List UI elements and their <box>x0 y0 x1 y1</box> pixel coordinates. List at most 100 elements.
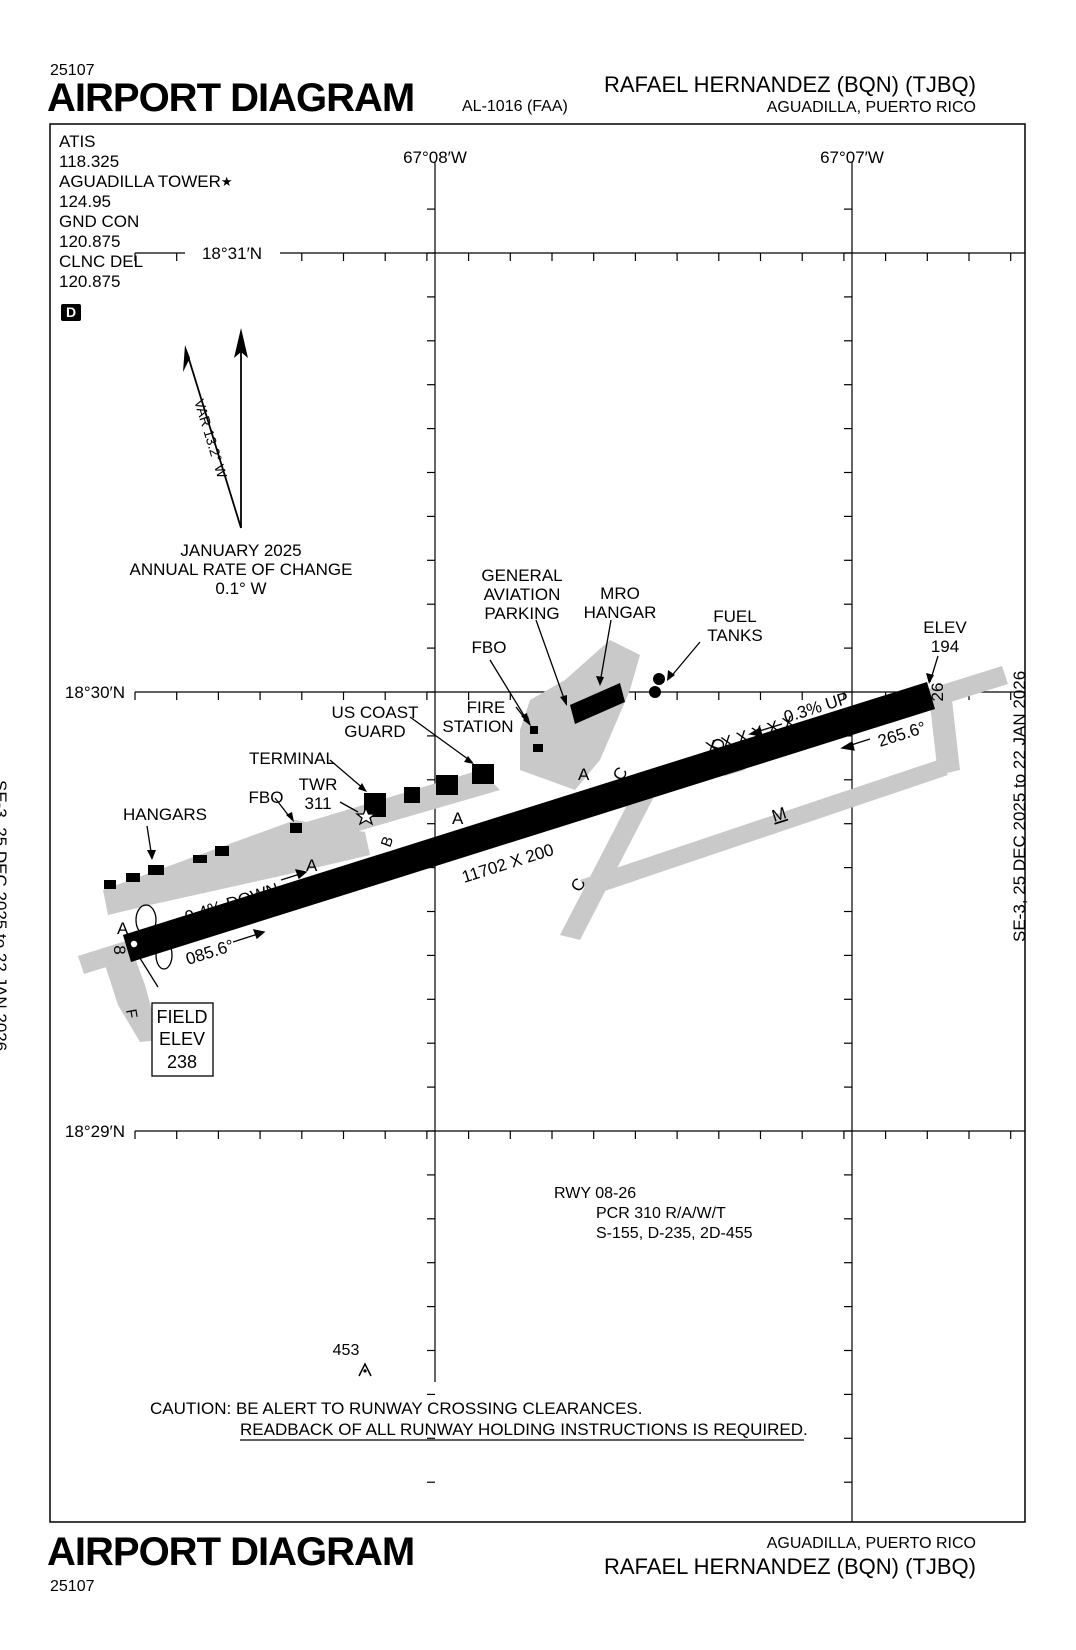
runway-end-8: 8 <box>110 945 129 954</box>
arrowhead-coast-guard <box>464 756 474 764</box>
fire-station-building <box>472 764 494 784</box>
tower-frequency: 124.95 <box>59 192 111 211</box>
fbo-building-east <box>530 726 538 734</box>
hangar-5 <box>215 846 229 856</box>
tower-star: ★ <box>220 174 233 189</box>
leader-field-elev <box>137 954 159 988</box>
arrowhead-terminal <box>358 783 367 792</box>
leader-twr <box>339 801 359 813</box>
tower-star-icon <box>355 806 377 826</box>
field-elev-box <box>151 1002 214 1077</box>
hangar-4 <box>193 855 207 863</box>
leader-ga-parking <box>535 619 567 705</box>
taxiway-label-a-3: A <box>117 919 129 938</box>
variation-label: VAR 13.2° W <box>191 397 230 480</box>
hangar-3 <box>148 865 164 875</box>
fbo-building-east-2 <box>533 744 543 752</box>
clearance-label: CLNC DEL <box>59 252 144 271</box>
arrow-085 <box>232 933 259 943</box>
runway-summary-3: S-155, D-235, 2D-455 <box>596 1225 753 1242</box>
leader-terminal <box>329 759 366 791</box>
runway-summary-2: PCR 310 R/A/W/T <box>596 1205 726 1222</box>
airport-name-top: RAFAEL HERNANDEZ (BQN) (TJBQ) <box>604 72 976 97</box>
atis-label: ATIS <box>59 132 96 151</box>
buildings <box>104 673 665 889</box>
magnetic-north-arrowhead <box>183 345 190 372</box>
arrowhead-fbo-east <box>521 713 529 724</box>
leader-fbo-east <box>489 659 529 723</box>
taxiway-c <box>560 780 660 940</box>
leader-mro-hangar <box>599 619 612 684</box>
label-hangars: HANGARS <box>123 805 207 824</box>
arrowhead-fuel-tanks <box>667 670 675 681</box>
coast-guard-building-1 <box>404 787 420 803</box>
clearance-frequency: 120.875 <box>59 272 121 291</box>
arrowhead-265 <box>840 740 855 751</box>
chart-title-bottom: AIRPORT DIAGRAM <box>47 1530 415 1574</box>
leader-coast-guard <box>409 716 473 763</box>
terminal-building <box>364 793 386 817</box>
hangar-2 <box>126 873 140 882</box>
atis-frequency: 118.325 <box>59 152 120 171</box>
hot-spot-1 <box>135 904 157 936</box>
ground-frequency: 120.875 <box>59 232 121 251</box>
obstacle-icon <box>358 1362 372 1377</box>
arrowhead-fbo-west <box>286 812 294 822</box>
proc-number-bottom: 25107 <box>50 1578 95 1595</box>
heading-arrows <box>232 723 871 943</box>
label-mro-1: MRO <box>600 584 640 603</box>
tower-label: AGUADILLA TOWER <box>59 172 221 191</box>
coast-guard-building-2 <box>436 775 458 795</box>
ground-label: GND CON <box>59 212 140 231</box>
arrowhead-up <box>748 726 763 737</box>
variation-rate-label: ANNUAL RATE OF CHANGE <box>130 560 353 579</box>
obstacle-elev: 453 <box>333 1342 360 1359</box>
frequency-block: ATIS 118.325 AGUADILLA TOWER★ 124.95 GND… <box>59 132 233 292</box>
elev-east-value: 194 <box>931 637 959 656</box>
proc-number-top: 25107 <box>50 62 95 79</box>
arrowhead-elev-194 <box>926 673 934 684</box>
location-bottom: AGUADILLA, PUERTO RICO <box>766 1535 976 1552</box>
field-elev-value: 238 <box>167 1052 197 1072</box>
taxiway-label-a-4: A <box>578 765 590 784</box>
taxiway-label-d: D <box>708 736 730 754</box>
label-ga-parking-1: GENERAL <box>481 566 562 585</box>
label-fbo-east: FBO <box>472 638 507 657</box>
field-elev-line1: FIELD <box>156 1007 207 1027</box>
taxiway-label-b: B <box>378 834 397 849</box>
arrowhead-mro-hangar <box>596 676 604 686</box>
chart-frame <box>49 123 1026 1523</box>
arrowhead-hangars <box>147 850 156 860</box>
true-north-arrowhead <box>234 328 248 358</box>
label-twr: TWR <box>299 775 338 794</box>
variation-rate-value: 0.1° W <box>215 579 266 598</box>
elev-east-label: ELEV <box>923 618 967 637</box>
airspace-class-badge: D <box>61 304 81 321</box>
field-elev-line2: ELEV <box>159 1029 205 1049</box>
tower-row: AGUADILLA TOWER★ <box>59 172 233 192</box>
label-lat-mid: 18°30′N <box>65 683 125 702</box>
location-top: AGUADILLA, PUERTO RICO <box>766 99 976 116</box>
label-mro-2: HANGAR <box>584 603 657 622</box>
obstacle-icon-shape <box>358 1362 372 1377</box>
taxiway-f <box>105 958 160 1042</box>
leader-fuel-tanks <box>668 641 701 680</box>
label-coast-guard-2: GUARD <box>344 722 405 741</box>
label-terminal: TERMINAL <box>249 749 335 768</box>
label-lon-east: 67°07′W <box>820 148 884 167</box>
leader-arrowheads <box>147 670 934 860</box>
variation-epoch: JANUARY 2025 <box>180 541 301 560</box>
label-coast-guard-1: US COAST <box>332 703 419 722</box>
label-ga-parking-2: AVIATION <box>484 585 561 604</box>
lat-lon-grid <box>135 162 1025 1522</box>
taxiway-label-a-1: A <box>452 809 464 828</box>
hangar-1 <box>104 880 116 889</box>
arrow-down <box>280 873 301 881</box>
fuel-tank-2 <box>649 686 661 698</box>
airport-name-bottom: RAFAEL HERNANDEZ (BQN) (TJBQ) <box>604 1554 976 1579</box>
taxiway-east-connector <box>930 700 960 775</box>
runway-08-threshold-marker <box>130 940 138 948</box>
fbo-building-west <box>290 823 302 833</box>
mro-hangar-building <box>570 683 625 724</box>
runway-08-26 <box>123 682 935 962</box>
